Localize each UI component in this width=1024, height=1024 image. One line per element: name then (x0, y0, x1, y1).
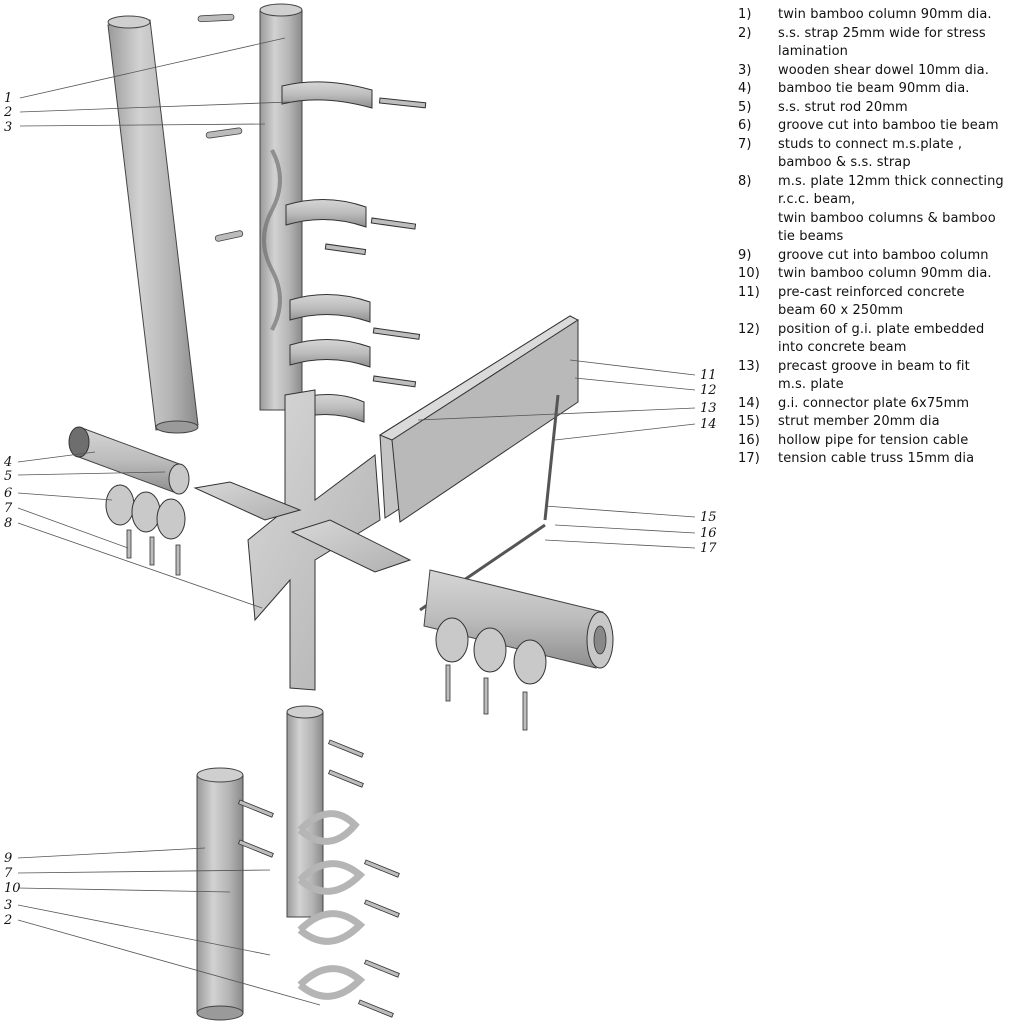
parts-legend: 1)twin bamboo column 90mm dia. 2)s.s. st… (738, 6, 1022, 469)
right-tie-beam-tube (423, 569, 614, 669)
legend-item: 7)studs to connect m.s.plate ,bamboo & s… (738, 136, 963, 171)
right-rings (435, 617, 547, 685)
top-straps (281, 81, 373, 423)
callout-number: 8 (4, 516, 12, 531)
callout-number: 7 (4, 501, 13, 516)
legend-item: 14)g.i. connector plate 6x75mm (738, 395, 970, 411)
callout-number: 5 (4, 469, 12, 484)
callout-number: 12 (700, 383, 717, 398)
legend-item: 16)hollow pipe for tension cable (738, 432, 969, 448)
legend-item: 4)bamboo tie beam 90mm dia. (738, 81, 970, 96)
callout-number: 14 (700, 417, 717, 432)
bottom-bolts (237, 739, 400, 1018)
rcc-beam (378, 315, 580, 523)
left-rings (105, 484, 186, 540)
top-right-bamboo-column (259, 3, 303, 411)
callout-number: 2 (3, 913, 12, 928)
ms-cross-plate (193, 389, 412, 691)
legend-item: 9)groove cut into bamboo column (738, 247, 989, 263)
legend-item: 17)tension cable truss 15mm dia (738, 451, 975, 466)
top-left-bamboo-column (107, 15, 199, 434)
bottom-left-bamboo-column (196, 767, 244, 1021)
callout-number: 15 (700, 510, 717, 525)
top-dowels (197, 13, 244, 242)
callouts-left-bottom: 9 7 10 3 2 (3, 851, 21, 928)
right-studs (445, 664, 528, 731)
callout-number: 16 (700, 526, 717, 541)
legend-item: 3)wooden shear dowel 10mm dia. (738, 62, 989, 78)
legend-item: 10)twin bamboo column 90mm dia. (738, 266, 992, 281)
callout-number: 17 (700, 541, 717, 556)
legend-item: 15)strut member 20mm dia (738, 414, 940, 429)
top-bolts (324, 97, 427, 388)
left-tie-beam-tube (68, 426, 190, 495)
callouts-left-mid: 4 5 6 7 8 (3, 455, 13, 531)
callout-number: 6 (4, 486, 12, 501)
legend-item: 6)groove cut into bamboo tie beam (738, 118, 999, 133)
callouts-right-mid: 11 12 13 14 15 16 17 (700, 368, 717, 556)
callout-number: 10 (4, 881, 21, 896)
callout-number: 3 (4, 898, 12, 913)
callout-number: 13 (700, 401, 717, 416)
callout-number: 7 (4, 866, 13, 881)
legend-item: 5)s.s. strut rod 20mm (738, 99, 908, 115)
callout-number: 2 (3, 105, 12, 120)
leader-lines (17, 37, 696, 1006)
callout-number: 4 (3, 455, 12, 470)
left-studs (126, 529, 181, 576)
legend-item: 1)twin bamboo column 90mm dia. (738, 7, 992, 22)
callout-number: 3 (4, 120, 12, 135)
bottom-straps (297, 810, 366, 1000)
callouts-left-top: 1 2 3 (3, 91, 12, 135)
callout-number: 1 (4, 91, 12, 106)
callout-number: 11 (700, 368, 717, 383)
callout-number: 9 (4, 851, 12, 866)
